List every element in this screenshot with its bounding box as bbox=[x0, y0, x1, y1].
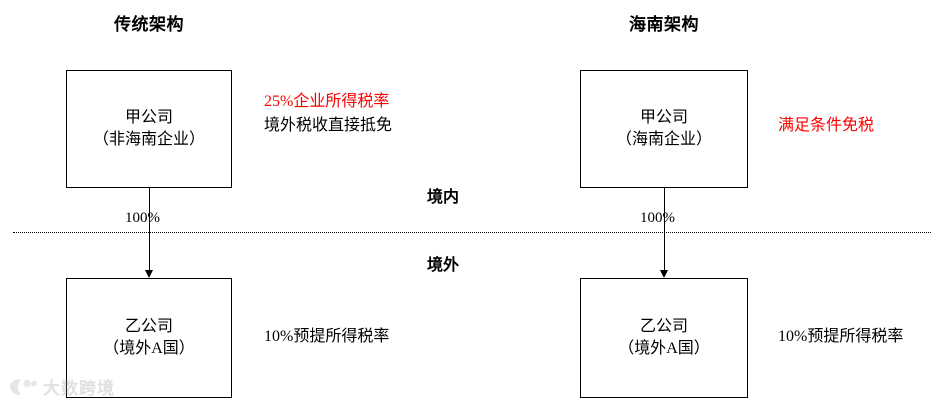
entity-label-traditional-parent: 甲公司 （非海南企业） bbox=[93, 107, 205, 151]
entity-box-traditional-parent[interactable]: 甲公司 （非海南企业） bbox=[66, 70, 232, 188]
annotation-hainan-subsidiary: 10%预提所得税率 bbox=[778, 328, 904, 345]
watermark-text: 大数跨境 bbox=[43, 379, 115, 398]
zone-label-offshore: 境外 bbox=[427, 257, 460, 274]
annotation-traditional-parent-highlight: 25%企业所得税率 bbox=[264, 93, 390, 110]
entity-box-traditional-subsidiary[interactable]: 乙公司 （境外A国） bbox=[66, 278, 232, 398]
entity-label-hainan-parent: 甲公司 （海南企业） bbox=[616, 107, 712, 151]
connector-line-traditional bbox=[149, 188, 150, 272]
watermark: 大数跨境 bbox=[8, 374, 115, 399]
entity-box-hainan-subsidiary[interactable]: 乙公司 （境外A国） bbox=[580, 278, 748, 398]
entity-name-hainan-parent: 甲公司 bbox=[639, 109, 688, 126]
entity-qualifier-traditional-subsidiary: （境外A国） bbox=[103, 340, 195, 357]
annotation-hainan-parent: 满足条件免税 bbox=[778, 117, 875, 134]
entity-name-traditional-subsidiary: 乙公司 bbox=[124, 318, 173, 335]
connector-arrow-hainan bbox=[660, 270, 668, 278]
annotation-traditional-parent-detail: 境外税收直接抵免 bbox=[264, 117, 393, 134]
entity-qualifier-hainan-parent: （海南企业） bbox=[615, 131, 712, 148]
column-title-traditional: 传统架构 bbox=[114, 15, 184, 34]
zone-label-onshore: 境内 bbox=[427, 189, 460, 206]
annotation-traditional-parent: 25%企业所得税率 境外税收直接抵免 bbox=[264, 90, 392, 138]
entity-qualifier-hainan-subsidiary: （境外A国） bbox=[618, 340, 710, 357]
connector-line-hainan bbox=[664, 188, 665, 272]
onshore-offshore-divider bbox=[13, 232, 931, 233]
entity-name-hainan-subsidiary: 乙公司 bbox=[639, 318, 688, 335]
ownership-label-hainan: 100% bbox=[640, 210, 675, 226]
entity-box-hainan-parent[interactable]: 甲公司 （海南企业） bbox=[580, 70, 748, 188]
column-title-hainan: 海南架构 bbox=[629, 15, 699, 34]
entity-name-traditional-parent: 甲公司 bbox=[124, 109, 173, 126]
ownership-label-traditional: 100% bbox=[125, 210, 160, 226]
entity-qualifier-traditional-parent: （非海南企业） bbox=[92, 131, 205, 148]
connector-arrow-traditional bbox=[145, 270, 153, 278]
entity-label-hainan-subsidiary: 乙公司 （境外A国） bbox=[618, 316, 710, 360]
entity-label-traditional-subsidiary: 乙公司 （境外A国） bbox=[103, 316, 195, 360]
annotation-traditional-subsidiary: 10%预提所得税率 bbox=[264, 328, 390, 345]
logo-icon bbox=[8, 376, 38, 398]
